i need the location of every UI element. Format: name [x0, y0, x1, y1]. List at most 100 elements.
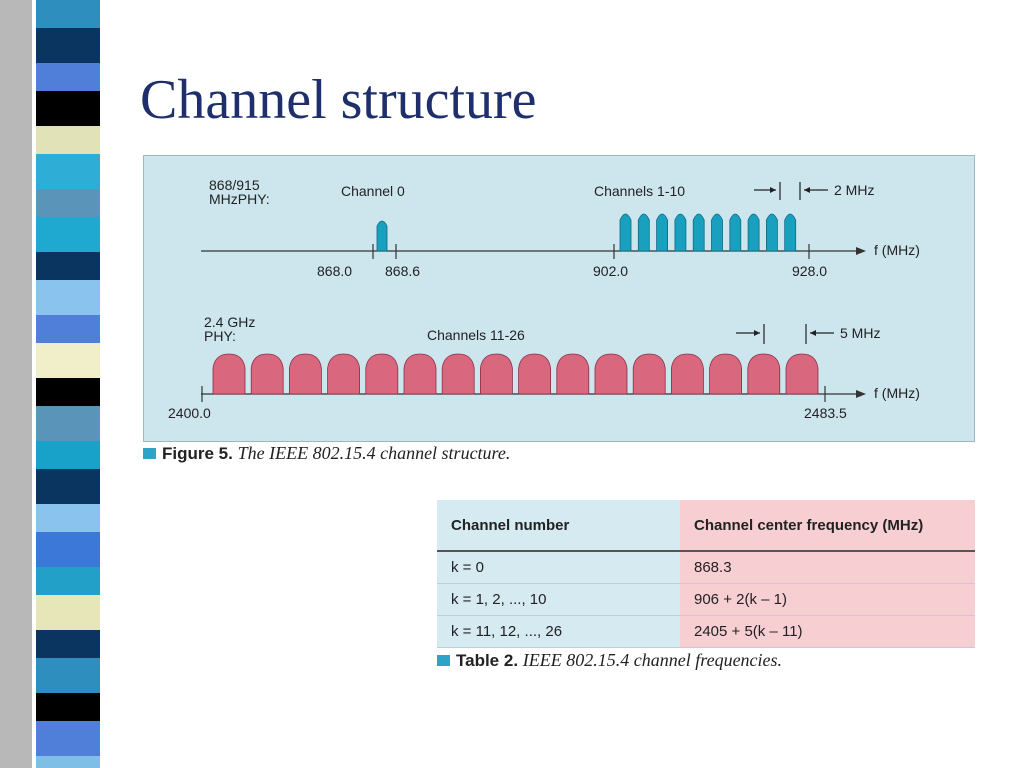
table-row: k = 11, 12, ..., 26 2405 + 5(k – 11) — [437, 615, 975, 648]
channel0-label: Channel 0 — [341, 183, 405, 199]
spacing-arrowhead-right — [804, 187, 810, 193]
channel-pulse — [692, 213, 705, 252]
stripe-block — [36, 406, 100, 441]
stripe-block — [36, 630, 100, 658]
cell-channel-number: k = 11, 12, ..., 26 — [437, 615, 680, 648]
tick-label-2483-5: 2483.5 — [804, 405, 847, 421]
caption-marker — [143, 448, 156, 459]
slide-title: Channel structure — [140, 69, 537, 131]
channel-pulse — [289, 353, 322, 395]
bottom-spacing-arrowhead-left — [754, 330, 760, 336]
channel-pulse — [711, 213, 723, 252]
stripe-block — [36, 343, 100, 378]
bottom-phy-label-line1: 2.4 GHz — [204, 314, 255, 330]
top-axis-label: f (MHz) — [874, 242, 920, 258]
header-channel-number: Channel number — [437, 500, 680, 552]
stripe-block — [36, 532, 100, 567]
channel-structure-diagram: 868/915 MHzPHY: Channel 0 Channels 1-10 … — [168, 177, 920, 421]
stripe-block — [36, 189, 100, 217]
channel-pulse — [518, 353, 551, 395]
stripe-block — [36, 91, 100, 126]
channel-pulse — [632, 353, 666, 395]
channel-pulse — [637, 213, 650, 252]
figure-panel: 868/915 MHzPHY: Channel 0 Channels 1-10 … — [143, 155, 975, 442]
channel-pulse — [365, 353, 399, 395]
stripe-block — [36, 658, 100, 693]
stripe-shadow — [0, 0, 32, 768]
stripe-block — [36, 441, 100, 469]
cell-center-frequency: 2405 + 5(k – 11) — [680, 615, 975, 648]
figure-caption: Figure 5. The IEEE 802.15.4 channel stru… — [143, 443, 510, 464]
bottom-spacing-arrowhead-right — [810, 330, 816, 336]
stripe-block — [36, 28, 100, 63]
channel-pulse — [785, 353, 819, 395]
stripe-block — [36, 567, 100, 595]
tick-label-2400-0: 2400.0 — [168, 405, 211, 421]
bottom-phy-label-line2: PHY: — [204, 328, 236, 344]
channel-pulse — [674, 213, 687, 252]
channel-pulse — [671, 353, 704, 395]
tick-label-868-6: 868.6 — [385, 263, 420, 279]
channel-pulse — [480, 353, 513, 395]
channel-pulse — [729, 213, 742, 252]
stripe-block — [36, 0, 100, 28]
stripe-block — [36, 280, 100, 315]
bottom-axis-label: f (MHz) — [874, 385, 920, 401]
cell-channel-number: k = 0 — [437, 551, 680, 584]
cell-channel-number: k = 1, 2, ..., 10 — [437, 583, 680, 616]
tick-label-868-0: 868.0 — [317, 263, 352, 279]
channel-0-pulse — [376, 220, 388, 252]
top-phy-label-line2: MHzPHY: — [209, 191, 270, 207]
table-row: k = 1, 2, ..., 10 906 + 2(k – 1) — [437, 583, 975, 616]
bottom-spacing-label: 5 MHz — [840, 325, 880, 341]
figure-caption-label: Figure 5. — [162, 444, 233, 463]
stripe-blocks — [36, 0, 100, 768]
channels-11-26-label: Channels 11-26 — [427, 327, 525, 343]
channel-pulse — [747, 213, 760, 252]
table-row: k = 0 868.3 — [437, 551, 975, 584]
stripe-block — [36, 154, 100, 189]
bottom-axis-arrowhead — [856, 390, 866, 398]
caption-marker — [437, 655, 450, 666]
figure-caption-text: The IEEE 802.15.4 channel structure. — [237, 443, 511, 463]
table-caption: Table 2. IEEE 802.15.4 channel frequenci… — [437, 650, 782, 671]
channel-pulse — [619, 213, 632, 252]
tick-label-928-0: 928.0 — [792, 263, 827, 279]
spacing-arrowhead-left — [770, 187, 776, 193]
channel-pulse — [327, 353, 360, 395]
channel-pulse — [250, 353, 284, 395]
channel-pulse — [656, 213, 668, 252]
top-axis-arrowhead — [856, 247, 866, 255]
tick-label-902-0: 902.0 — [593, 263, 628, 279]
stripe-block — [36, 756, 100, 768]
stripe-block — [36, 469, 100, 504]
channel-pulse — [212, 353, 246, 395]
channel-pulse — [403, 353, 437, 395]
table-caption-label: Table 2. — [456, 651, 519, 670]
channels-1-10-pulses — [619, 213, 797, 252]
channel-pulse — [594, 353, 628, 395]
stripe-block — [36, 217, 100, 252]
channels-1-10-label: Channels 1-10 — [594, 183, 685, 199]
table-caption-text: IEEE 802.15.4 channel frequencies. — [522, 650, 783, 670]
stripe-block — [36, 252, 100, 280]
top-spacing-label: 2 MHz — [834, 182, 874, 198]
header-center-frequency: Channel center frequency (MHz) — [680, 500, 975, 552]
channel-pulse — [747, 353, 781, 395]
channel-pulse — [556, 353, 590, 395]
table-header-row: Channel number Channel center frequency … — [437, 500, 975, 552]
decorative-stripe — [0, 0, 100, 768]
cell-center-frequency: 868.3 — [680, 551, 975, 584]
channel-pulse — [766, 213, 778, 252]
channel-pulse — [709, 353, 742, 395]
stripe-block — [36, 721, 100, 756]
bottom-band: 2.4 GHz PHY: Channels 11-26 5 MHz f (MHz… — [168, 314, 920, 421]
stripe-block — [36, 126, 100, 154]
channel-pulse — [784, 213, 797, 252]
top-band: 868/915 MHzPHY: Channel 0 Channels 1-10 … — [201, 177, 920, 279]
stripe-block — [36, 595, 100, 630]
stripe-block — [36, 63, 100, 91]
stripe-block — [36, 378, 100, 406]
stripe-block — [36, 504, 100, 532]
cell-center-frequency: 906 + 2(k – 1) — [680, 583, 975, 616]
